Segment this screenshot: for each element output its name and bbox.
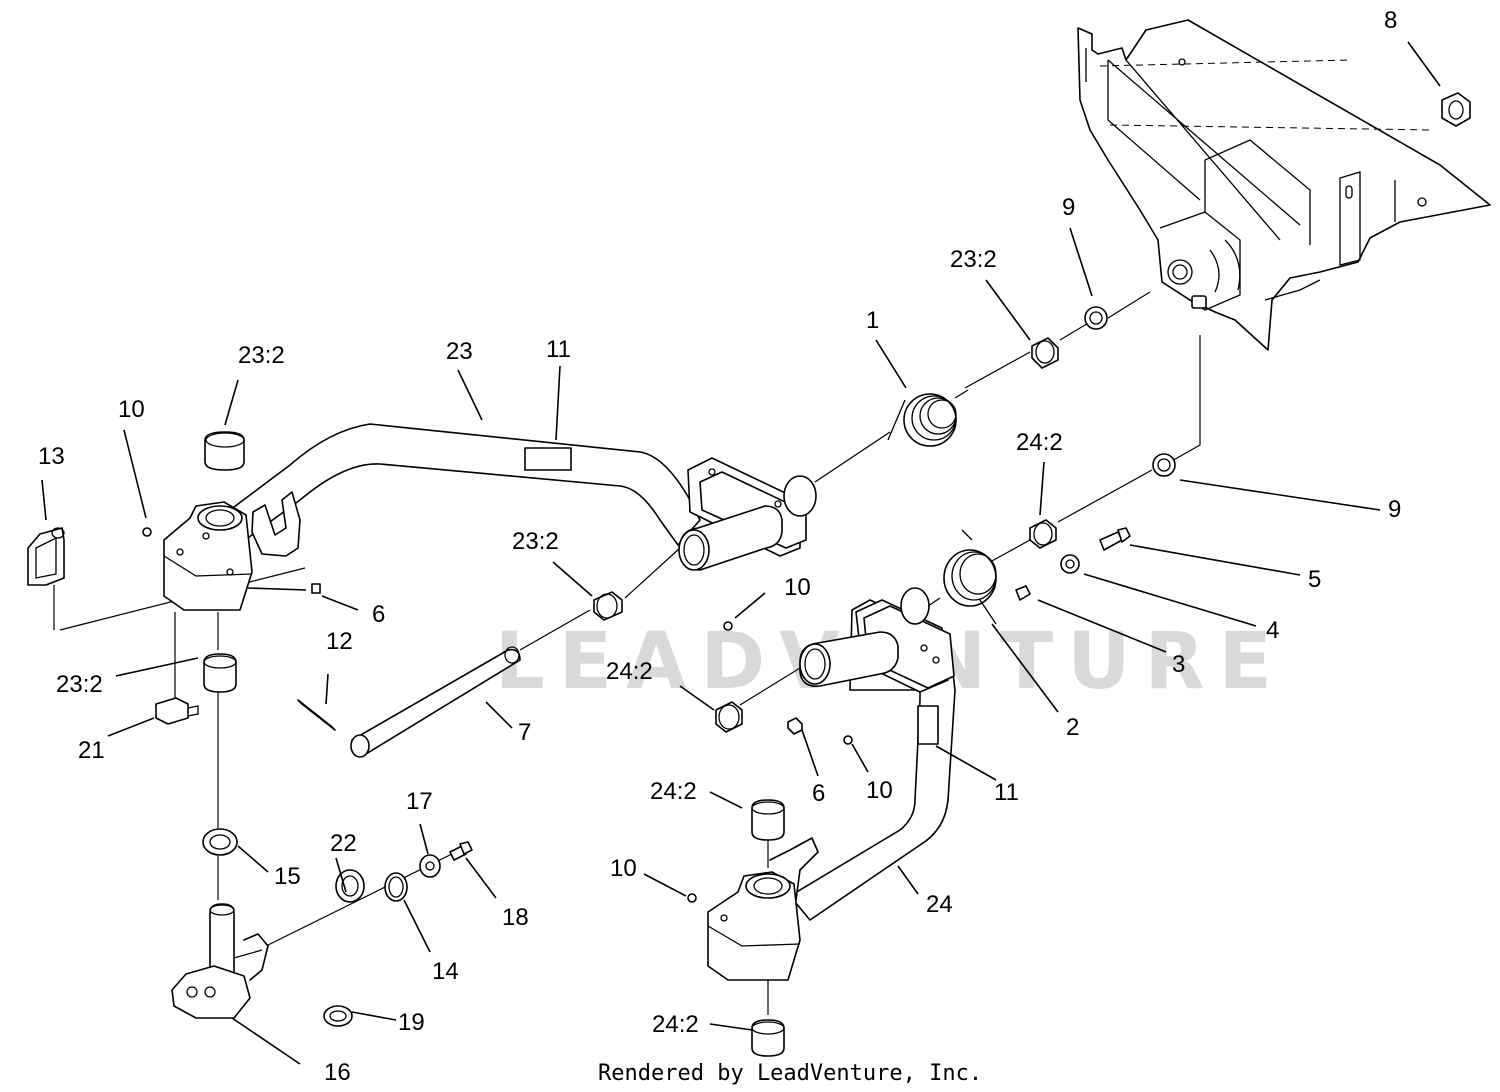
torsion-spring-part-2: [943, 529, 997, 625]
callout-5: 5: [1308, 566, 1321, 593]
callout-6-right: 6: [812, 780, 825, 807]
washer-part-9-upper: [1084, 306, 1108, 330]
callout-9-upper: 9: [1062, 194, 1075, 221]
callout-13: 13: [38, 443, 65, 470]
callout-24-2-top: 24:2: [650, 778, 697, 805]
roll-pin-part-12: [297, 699, 336, 731]
setscrew-part-6-right: [787, 717, 803, 735]
axis-line-upper-2: [1059, 321, 1091, 341]
tie-rod-end-part-21: [155, 697, 199, 725]
axis-line-pivot: [814, 431, 891, 483]
grease-fitting-part-10-right: [843, 735, 853, 745]
axis-dashed-bracket: [1109, 124, 1431, 131]
callout-24-2-bottom: 24:2: [652, 1011, 699, 1038]
callout-18: 18: [502, 904, 529, 931]
callout-24: 24: [926, 891, 953, 918]
callout-21: 21: [78, 737, 105, 764]
callout-23-2-upper: 23:2: [950, 246, 997, 273]
washer-part-17: [419, 854, 441, 878]
bushing-part-23-2-mid: [593, 591, 623, 621]
callout-labels: 8 9 23:2 1 23:2 23 11 10 13 24:2 9 23:2 …: [38, 7, 1401, 1086]
bolt-part-5: [1099, 527, 1131, 551]
axis-line-lower-3: [989, 539, 1031, 563]
washer-part-14: [384, 872, 408, 902]
axis-dashed-bracket-2: [1099, 59, 1351, 67]
callout-1: 1: [866, 307, 879, 334]
bolt-part-18: [449, 841, 473, 861]
axis-line-lower-2: [1057, 469, 1153, 523]
callout-23-2-left-lower: 23:2: [56, 671, 103, 698]
pivot-plate-assembly-left: [678, 457, 817, 571]
spindle-housing-right: [707, 837, 819, 981]
axis-line-lower: [1169, 335, 1201, 463]
callout-12: 12: [326, 628, 353, 655]
bushing-part-24-2-upper: [1029, 519, 1057, 549]
axis-line-bushing: [624, 547, 681, 599]
callout-15: 15: [274, 863, 301, 890]
callout-7: 7: [518, 719, 531, 746]
setscrew-part-6-left: [311, 583, 321, 594]
callout-16: 16: [324, 1059, 351, 1086]
washer-part-9-lower: [1152, 453, 1176, 477]
seal-part-22: [335, 869, 365, 903]
spindle-housing-left: [163, 431, 253, 611]
leader-lines: [41, 41, 1441, 1065]
callout-10-left: 10: [118, 396, 145, 423]
hose-clamp-part-19: [323, 1005, 353, 1027]
axis-line-upper: [1107, 291, 1151, 319]
callout-10-lower: 10: [610, 855, 637, 882]
bushing-part-24-2-top: [751, 799, 785, 841]
lock-clip-part-13: [27, 527, 65, 586]
bushing-part-24-2-mid: [715, 701, 743, 733]
axis-line-lower-5: [739, 667, 801, 706]
pivot-pin-part-7: [350, 646, 521, 758]
callout-14: 14: [432, 958, 459, 985]
callout-9-lower: 9: [1388, 496, 1401, 523]
callout-2: 2: [1066, 714, 1079, 741]
callout-4: 4: [1266, 617, 1279, 644]
axis-line-pin: [519, 609, 591, 651]
callout-23: 23: [446, 338, 473, 365]
bushing-part-23-2-lower: [203, 653, 237, 693]
callout-3: 3: [1172, 651, 1185, 678]
callout-22: 22: [330, 830, 357, 857]
grease-fitting-part-10-left: [142, 527, 152, 537]
axis-line-spring: [964, 351, 1031, 389]
callout-23-2-mid: 23:2: [512, 528, 559, 555]
torsion-spring-part-1: [887, 389, 969, 447]
spindle-part-16: [171, 903, 269, 1019]
callout-24-2-mid: 24:2: [606, 658, 653, 685]
nut-part-8: [1441, 92, 1471, 127]
steering-arm-part-23: [229, 423, 701, 557]
washer-part-4: [1060, 554, 1080, 574]
thrust-washer-part-15: [202, 828, 238, 856]
grease-fitting-part-10-mid: [723, 621, 733, 631]
bushing-part-23-2-upper: [1031, 337, 1059, 369]
callout-10-right: 10: [866, 777, 893, 804]
credit-text: Rendered by LeadVenture, Inc.: [598, 1061, 982, 1086]
callout-17: 17: [406, 788, 433, 815]
steering-arm-part-24: [789, 587, 956, 921]
callout-6-left: 6: [372, 601, 385, 628]
callout-19: 19: [398, 1009, 425, 1036]
callout-23-2-left-top: 23:2: [238, 342, 285, 369]
grease-fitting-part-10-lower: [687, 893, 697, 903]
bushing-part-24-2-bottom: [751, 1019, 785, 1057]
callout-10-mid: 10: [784, 574, 811, 601]
frame-bracket: [1077, 19, 1491, 351]
callout-24-2-upper: 24:2: [1016, 429, 1063, 456]
callout-11-upper: 11: [546, 336, 571, 363]
callout-11-lower: 11: [994, 779, 1019, 806]
spacer-part-3: [1015, 585, 1031, 601]
callout-8: 8: [1384, 7, 1397, 34]
